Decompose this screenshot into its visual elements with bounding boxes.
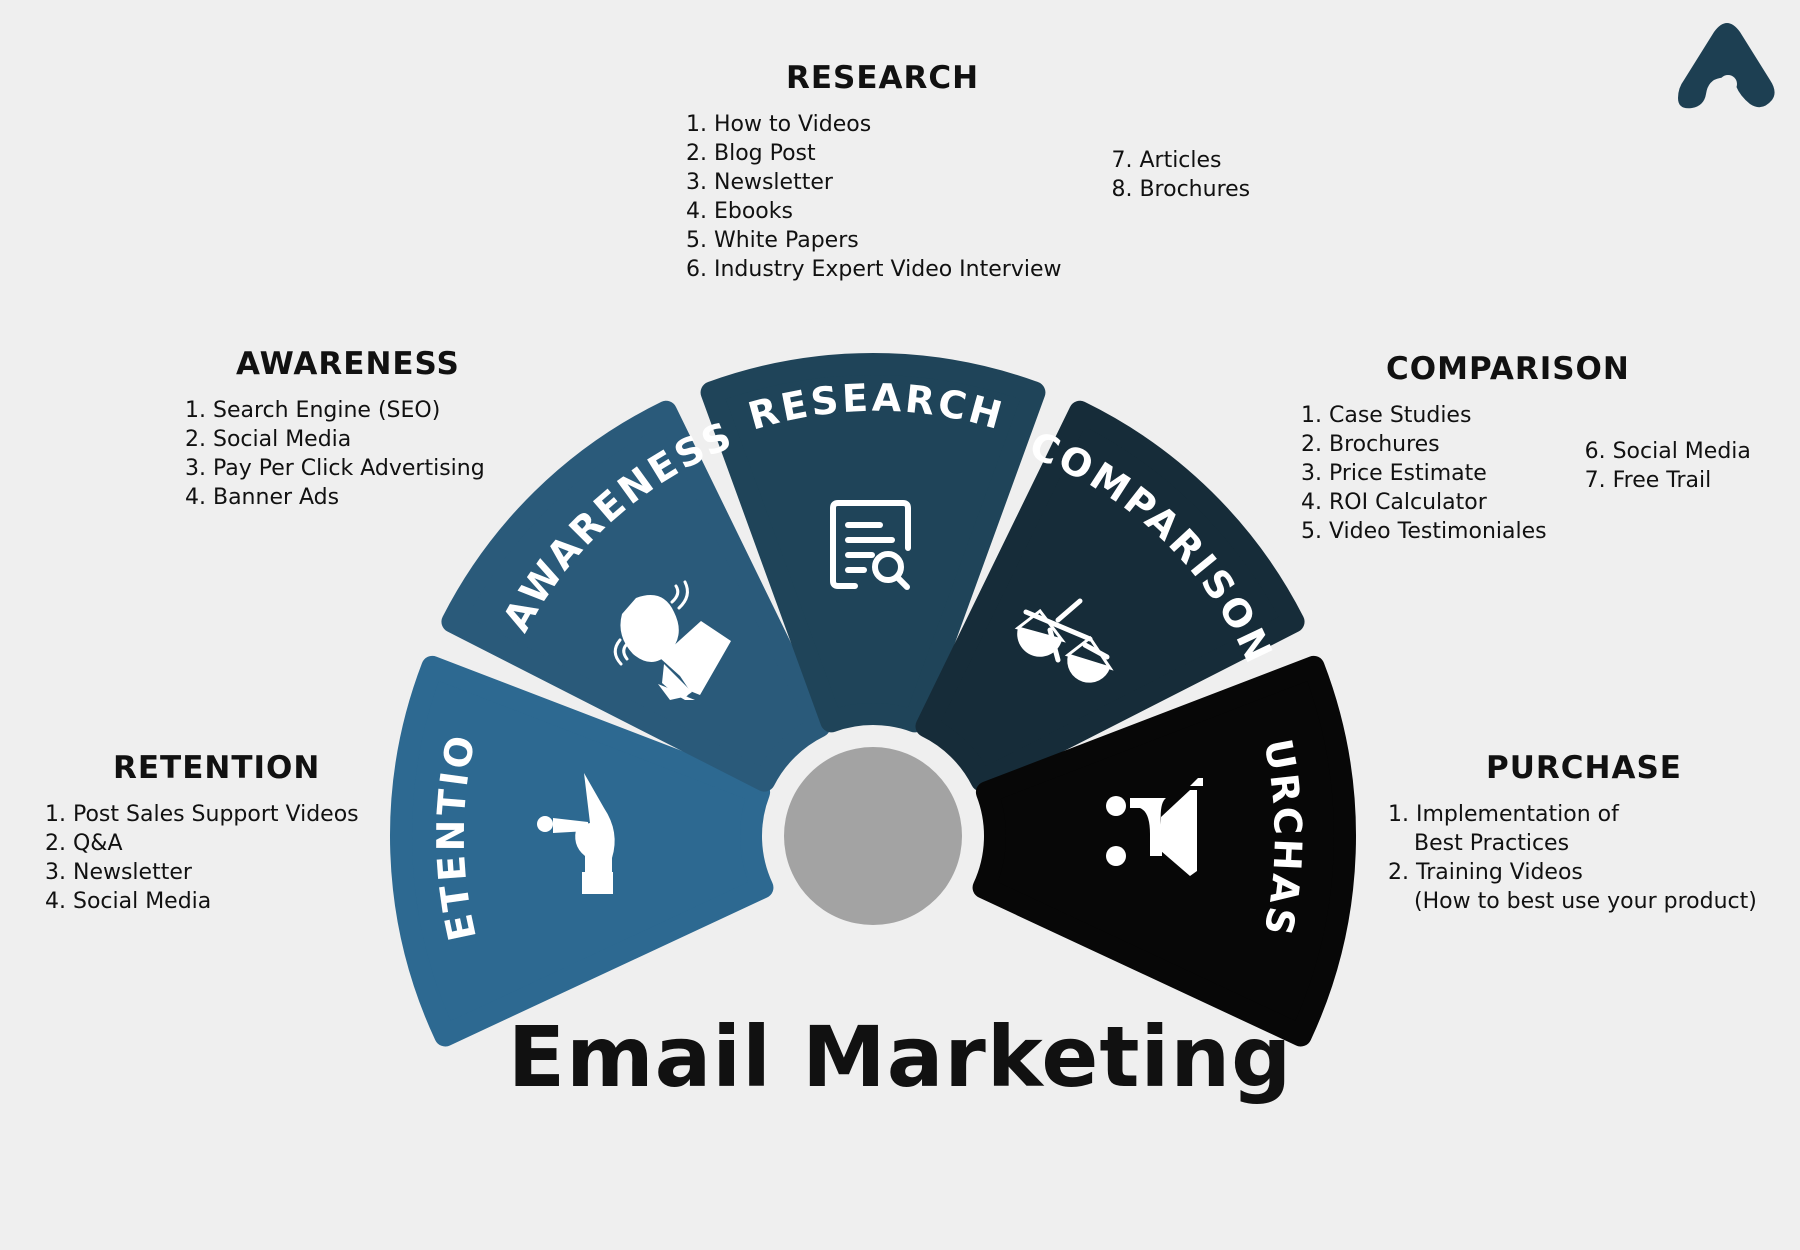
list-item: 1. Post Sales Support Videos xyxy=(45,802,359,827)
list-item: 6. Social Media xyxy=(1584,439,1751,464)
document-search-icon xyxy=(830,500,911,590)
list-item: 2. Q&A xyxy=(45,831,123,856)
list-item: 7. Articles xyxy=(1111,148,1222,173)
awareness-heading: AWARENESS xyxy=(236,346,460,382)
list-item: 1. Search Engine (SEO) xyxy=(185,398,441,423)
list-item: 2. Blog Post xyxy=(686,141,816,166)
purchase-panel: PURCHASE 1. Implementation of Best Pract… xyxy=(1388,750,1757,916)
list-item: 4. Social Media xyxy=(45,889,212,914)
person-broadcasting-icon xyxy=(613,580,731,700)
segment-comparison xyxy=(915,400,1305,792)
list-item: 5. Video Testimoniales xyxy=(1301,519,1547,544)
purchase-item: (How to best use your product) xyxy=(1414,889,1757,914)
shopping-cart-icon xyxy=(1106,778,1203,876)
list-item: 2. Brochures xyxy=(1301,432,1440,457)
purchase-item: 2. Training Videos xyxy=(1388,860,1583,885)
retention-panel: RETENTION 1. Post Sales Support Videos 2.… xyxy=(45,750,359,916)
comparison-panel: COMPARISON 1. Case Studies 2. Brochures 3.… xyxy=(1301,351,1751,546)
retention-heading: RETENTION xyxy=(113,750,321,786)
list-item: 5. White Papers xyxy=(686,228,859,253)
comparison-list-col2: 6. Social Media 7. Free Trail xyxy=(1585,437,1751,546)
list-item: 7. Free Trail xyxy=(1584,468,1712,493)
purchase-list: 1. Implementation of Best Practices 2. T… xyxy=(1388,800,1757,916)
list-item: 3. Price Estimate xyxy=(1301,461,1487,486)
list-item: 3. Pay Per Click Advertising xyxy=(185,456,485,481)
research-panel: RESEARCH 1. How to Videos 2. Blog Post 3. … xyxy=(686,60,1250,284)
list-item: 1. How to Videos xyxy=(686,112,872,137)
research-heading: RESEARCH xyxy=(786,60,980,96)
list-item: 6. Industry Expert Video Interview xyxy=(686,257,1062,282)
purchase-heading: PURCHASE xyxy=(1486,750,1682,786)
retention-list: 1. Post Sales Support Videos 2. Q&A 3. New… xyxy=(45,800,359,916)
page-title: Email Marketing xyxy=(507,1008,1293,1106)
purchase-item: Best Practices xyxy=(1414,831,1570,856)
center-hub xyxy=(784,747,962,925)
list-item: 4. Ebooks xyxy=(686,199,793,224)
list-item: 3. Newsletter xyxy=(686,170,833,195)
awareness-list: 1. Search Engine (SEO) 2. Social Media 3. … xyxy=(185,396,485,512)
list-item: 2. Social Media xyxy=(185,427,352,452)
brand-logo xyxy=(1678,23,1775,109)
balance-scale-icon xyxy=(1014,598,1114,683)
awareness-panel: AWARENESS 1. Search Engine (SEO) 2. Socia… xyxy=(185,346,485,512)
hand-holding-person-icon xyxy=(537,773,615,894)
list-item: 8. Brochures xyxy=(1111,177,1251,202)
segment-awareness xyxy=(441,400,831,792)
purchase-item: 1. Implementation of xyxy=(1388,802,1619,827)
list-item: 1. Case Studies xyxy=(1301,403,1472,428)
comparison-list-col1: 1. Case Studies 2. Brochures 3. Price Esti… xyxy=(1301,401,1547,546)
research-list-col2: 7. Articles 8. Brochures xyxy=(1111,146,1250,284)
list-item: 4. Banner Ads xyxy=(185,485,340,510)
list-item: 3. Newsletter xyxy=(45,860,192,885)
list-item: 4. ROI Calculator xyxy=(1301,490,1487,515)
comparison-heading: COMPARISON xyxy=(1386,351,1630,387)
research-list-col1: 1. How to Videos 2. Blog Post 3. Newslette… xyxy=(686,110,1061,284)
